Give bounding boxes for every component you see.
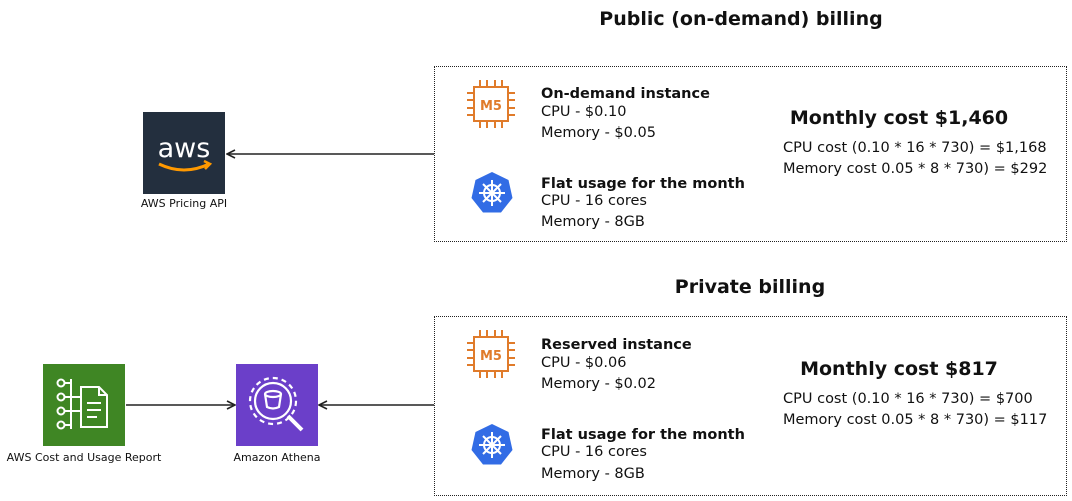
public-cpu-cost: CPU cost (0.10 * 16 * 730) = $1,168: [783, 140, 1047, 156]
public-monthly-cost: Monthly cost $1,460: [789, 107, 1009, 129]
aws-logo-text: aws: [158, 133, 211, 164]
cost-usage-report-icon: [43, 364, 125, 446]
public-cpu-rate: CPU - $0.10: [541, 104, 627, 120]
public-memory-rate: Memory - $0.05: [541, 125, 656, 141]
private-usage-cpu: CPU - 16 cores: [541, 444, 647, 460]
private-billing-box: [434, 316, 1067, 496]
private-usage-memory: Memory - 8GB: [541, 466, 645, 482]
ec2-m5-icon: M5: [466, 328, 516, 380]
aws-pricing-api-label: AWS Pricing API: [140, 197, 228, 210]
public-usage-title: Flat usage for the month: [541, 176, 745, 192]
kubernetes-icon: [470, 171, 514, 215]
public-instance-title: On-demand instance: [541, 86, 710, 102]
private-memory-cost: Memory cost 0.05 * 8 * 730) = $117: [783, 412, 1048, 428]
private-memory-rate: Memory - $0.02: [541, 376, 656, 392]
athena-label: Amazon Athena: [233, 451, 321, 464]
m5-badge-text: M5: [480, 99, 502, 114]
public-billing-heading: Public (on-demand) billing: [599, 8, 883, 30]
private-usage-title: Flat usage for the month: [541, 427, 745, 443]
private-monthly-cost: Monthly cost $817: [800, 358, 998, 380]
kubernetes-icon: [470, 423, 514, 467]
private-cpu-rate: CPU - $0.06: [541, 355, 627, 371]
private-billing-heading: Private billing: [674, 276, 826, 298]
ec2-m5-icon: M5: [466, 78, 516, 130]
aws-logo-icon: aws: [143, 112, 225, 194]
athena-icon: [236, 364, 318, 446]
private-instance-title: Reserved instance: [541, 337, 692, 353]
public-billing-box: [434, 66, 1067, 242]
public-usage-cpu: CPU - 16 cores: [541, 193, 647, 209]
public-usage-memory: Memory - 8GB: [541, 214, 645, 230]
private-cpu-cost: CPU cost (0.10 * 16 * 730) = $700: [783, 391, 1033, 407]
public-memory-cost: Memory cost 0.05 * 8 * 730) = $292: [783, 161, 1048, 177]
cost-usage-report-label: AWS Cost and Usage Report: [6, 451, 162, 464]
m5-badge-text: M5: [480, 349, 502, 364]
